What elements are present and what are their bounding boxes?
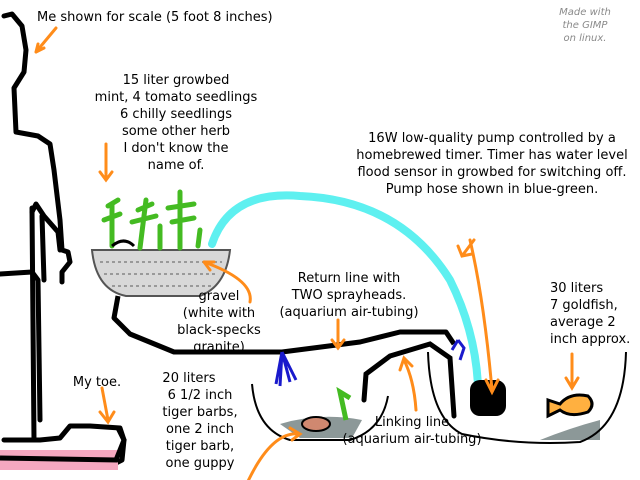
linking-line-label: Linking line (aquarium air-tubing) — [342, 414, 481, 448]
sprinkler — [111, 239, 136, 248]
credit-line: the GIMP on linux. — [562, 20, 608, 44]
label-line: inch approx. — [550, 332, 631, 347]
big-tank-label: 30 liters 7 goldfish, average 2 inch app… — [550, 280, 630, 348]
label-line: Return line with — [297, 271, 401, 286]
small-tank-label: 20 liters 6 1/2 inch tiger barbs, one 2 … — [162, 370, 237, 472]
label-line: 30 liters — [550, 281, 604, 296]
return-line-label: Return line with TWO sprayheads. (aquari… — [279, 270, 418, 321]
pump — [470, 380, 506, 416]
label-line: TWO sprayheads. — [291, 288, 407, 303]
label-line: 15 liter growbed — [122, 73, 230, 88]
label-line: 6 1/2 inch — [167, 388, 233, 403]
toe-label: My toe. — [72, 375, 122, 390]
goldfish — [546, 393, 594, 419]
label-line: I don't know the — [123, 141, 229, 156]
pump-label: 16W low-quality pump controlled by a hom… — [356, 130, 627, 198]
growbed-label: 15 liter growbed mint, 4 tomato seedling… — [95, 72, 258, 174]
label-line: 6 chilly seedlings — [120, 107, 232, 122]
label-line: Pump hose shown in blue-green. — [385, 182, 599, 197]
sprayheads — [274, 339, 466, 387]
label-line: Linking line — [374, 415, 450, 430]
pump-hose — [208, 191, 482, 389]
label-line: name of. — [147, 158, 205, 173]
tiger-barb — [301, 416, 331, 432]
label-line: 7 goldfish, — [550, 298, 618, 313]
label-line: tiger barbs, — [162, 405, 238, 420]
label-line: black-specks — [177, 323, 261, 338]
gravel-label: gravel (white with black-specks granite) — [177, 288, 261, 356]
small-tank — [251, 383, 389, 441]
arrows — [34, 26, 580, 480]
label-line: tiger barb, — [165, 439, 235, 454]
label-line: (aquarium air-tubing) — [279, 305, 419, 320]
growbed — [90, 189, 232, 297]
gimp-credit: Made with the GIMP on linux. — [558, 6, 613, 45]
label-line: (aquarium air-tubing) — [342, 432, 482, 447]
label-line: granite) — [193, 340, 245, 355]
label-line: one 2 inch — [166, 422, 234, 437]
label-line: homebrewed timer. Timer has water level — [356, 148, 628, 163]
label-line: some other herb — [121, 124, 231, 139]
label-line: average 2 — [550, 315, 616, 330]
label-line: 16W low-quality pump controlled by a — [368, 131, 616, 146]
label-line: flood sensor in growbed for switching of… — [357, 165, 627, 180]
linking-line — [361, 341, 457, 419]
label-line: one guppy — [165, 456, 235, 471]
label-line: mint, 4 tomato seedlings — [94, 90, 258, 105]
label-line: (white with — [182, 306, 256, 321]
scale-label: Me shown for scale (5 foot 8 inches) — [37, 10, 273, 25]
credit-line: Made with — [559, 7, 611, 18]
label-line: gravel — [198, 289, 240, 304]
toe-outline — [0, 426, 127, 463]
big-tank — [427, 351, 627, 444]
plants — [101, 189, 203, 251]
label-line: 20 liters — [162, 371, 216, 386]
